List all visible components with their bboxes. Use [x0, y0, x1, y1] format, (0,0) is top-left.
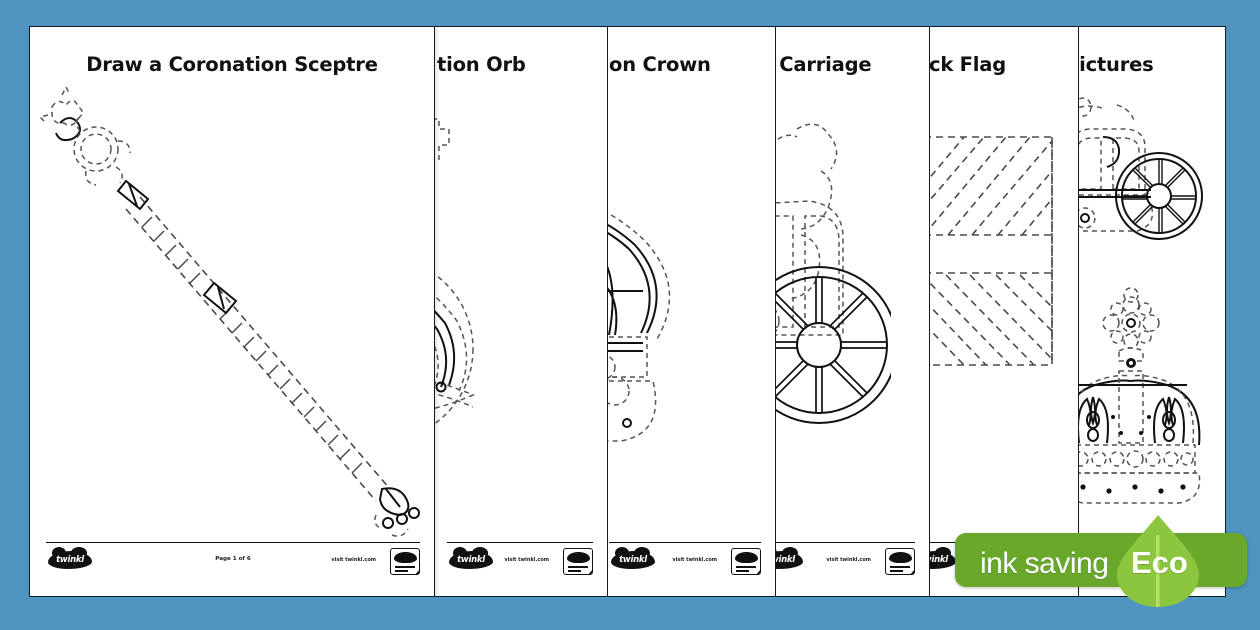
- twinkl-logo: twinkl: [48, 547, 92, 569]
- page-title-crown: on Crown: [609, 53, 711, 76]
- page-footer-carriage: twinkl visit twinkl.com: [757, 542, 915, 576]
- leaf-icon: [1117, 515, 1199, 607]
- sceptre-drawing: [38, 85, 420, 537]
- page-footer-orb: twinkl visit twinkl.com: [447, 542, 593, 576]
- twinkl-verified-badge-icon: [390, 548, 420, 575]
- illustration-pictures: [1061, 97, 1203, 504]
- page-title-carriage: n Carriage: [759, 53, 872, 76]
- twinkl-verified-badge-icon: [885, 548, 915, 575]
- page-title-flag: ack Flag: [916, 53, 1006, 76]
- worksheet-page-orb[interactable]: tion Orb: [430, 26, 608, 597]
- page-title-orb: tion Orb: [437, 53, 526, 76]
- illustration-crown: [593, 205, 671, 442]
- illustration-orb: [431, 118, 475, 442]
- page-footer-sceptre: twinkl Page 1 of 6 visit twinkl.com: [46, 542, 420, 576]
- worksheet-page-sceptre[interactable]: Draw a Coronation Sceptre: [29, 26, 435, 597]
- orb-drawing: [431, 118, 475, 442]
- visit-url: visit twinkl.com: [672, 557, 717, 563]
- page-title-pictures: Pictures: [1065, 53, 1154, 76]
- visit-url: visit twinkl.com: [331, 557, 376, 563]
- ink-saving-label: ink saving: [980, 547, 1109, 580]
- visit-url: visit twinkl.com: [504, 557, 549, 563]
- twinkl-verified-badge-icon: [731, 548, 761, 575]
- page-title-sceptre: Draw a Coronation Sceptre: [86, 53, 378, 76]
- twinkl-verified-badge-icon: [563, 548, 593, 575]
- ink-saving-eco-badge: ink saving Eco: [955, 515, 1247, 607]
- carriage-wheel: [1115, 152, 1203, 240]
- twinkl-logo: twinkl: [611, 547, 655, 569]
- page-footer-crown: twinkl visit twinkl.com: [609, 542, 761, 576]
- twinkl-logo: twinkl: [449, 547, 493, 569]
- sceptre-base: [374, 487, 420, 537]
- visit-url: visit twinkl.com: [826, 557, 871, 563]
- illustration-sceptre: [38, 85, 420, 537]
- page-number: Page 1 of 6: [215, 556, 251, 562]
- worksheet-page-crown[interactable]: on Crown: [592, 26, 776, 597]
- eco-label: Eco: [1131, 545, 1188, 580]
- crown-illustration: [1061, 287, 1201, 504]
